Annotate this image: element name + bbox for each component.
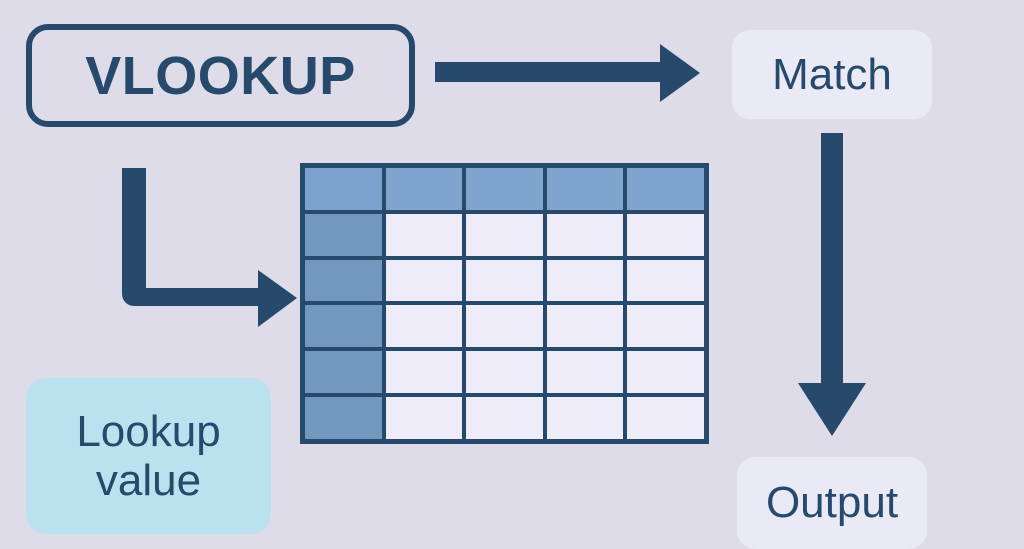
table-cell — [466, 168, 543, 210]
table-cell — [385, 397, 463, 439]
vlookup-label: VLOOKUP — [85, 45, 356, 106]
table-cell — [627, 351, 704, 394]
table-cell — [385, 305, 463, 348]
table-cell — [385, 259, 463, 302]
arrow-vlookup-to-match — [435, 44, 700, 102]
lookup-value-label-line2: value — [95, 456, 202, 505]
table-cell — [305, 305, 382, 348]
table-cell — [546, 213, 624, 256]
arrow-vlookup-to-table — [122, 168, 297, 327]
arrow-match-to-output — [798, 133, 866, 436]
table-row — [305, 213, 704, 256]
table-cell — [627, 213, 704, 256]
table-cell — [305, 351, 382, 394]
table-row — [305, 397, 704, 439]
diagram-canvas: VLOOKUP Match Output Lookup value — [26, 24, 932, 549]
vlookup-function-node: VLOOKUP — [26, 24, 415, 127]
lookup-table — [300, 163, 709, 444]
lookup-value-badge: Lookup value — [26, 378, 271, 534]
table-cell — [627, 168, 704, 210]
table-cell — [627, 397, 704, 439]
output-badge: Output — [737, 457, 927, 549]
table-row — [305, 259, 704, 302]
table-cell — [466, 213, 543, 256]
table-cell — [305, 168, 382, 210]
table-cell — [305, 213, 382, 256]
table-cell — [546, 397, 624, 439]
table-row — [305, 168, 704, 210]
table-cell — [627, 259, 704, 302]
table-row — [305, 351, 704, 394]
table-cell — [546, 351, 624, 394]
match-badge: Match — [732, 30, 932, 119]
table-cell — [466, 259, 543, 302]
table-cell — [385, 213, 463, 256]
match-badge-label: Match — [772, 49, 892, 99]
table-cell — [466, 397, 543, 439]
table-cell — [466, 351, 543, 394]
table-cell — [546, 305, 624, 348]
table-cell — [385, 168, 463, 210]
lookup-value-label-line1: Lookup — [76, 406, 221, 456]
table-cell — [305, 259, 382, 302]
output-badge-label: Output — [765, 478, 899, 528]
table-cell — [546, 168, 624, 210]
table-cell — [546, 259, 624, 302]
table-cell — [385, 351, 463, 394]
table-cell — [466, 305, 543, 348]
table-row — [305, 305, 704, 348]
table-cell — [305, 397, 382, 439]
table-cell — [627, 305, 704, 348]
